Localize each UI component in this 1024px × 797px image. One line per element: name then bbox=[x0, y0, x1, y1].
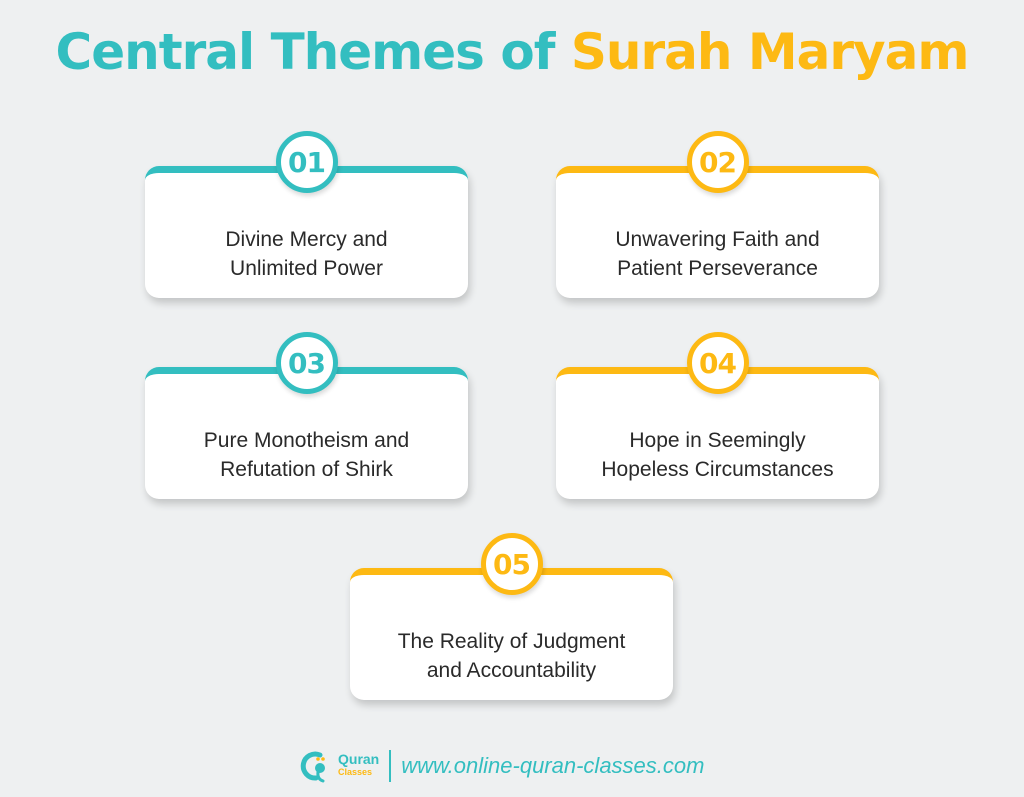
theme-number-badge: 02 bbox=[686, 131, 749, 193]
theme-text-line-1: The Reality of Judgment bbox=[397, 630, 626, 653]
theme-text-line-2: Unlimited Power bbox=[230, 257, 383, 280]
theme-card-3: 03 Pure Monotheism and Refutation of Shi… bbox=[145, 332, 468, 499]
theme-text-line-1: Unwavering Faith and bbox=[615, 228, 820, 251]
theme-text-line-2: Refutation of Shirk bbox=[220, 458, 393, 481]
logo-text-classes: Classes bbox=[338, 767, 373, 777]
theme-text-line-2: Patient Perseverance bbox=[617, 257, 818, 280]
theme-card-1: 01 Divine Mercy and Unlimited Power bbox=[145, 131, 468, 298]
theme-text-line-1: Divine Mercy and bbox=[225, 228, 388, 251]
footer-divider bbox=[389, 750, 392, 782]
theme-text: Hope in Seemingly Hopeless Circumstances bbox=[556, 426, 879, 484]
theme-number-badge: 05 bbox=[480, 533, 543, 595]
page-title: Central Themes of Surah Maryam bbox=[0, 20, 1024, 84]
theme-text: Unwavering Faith and Patient Perseveranc… bbox=[556, 225, 879, 283]
website-url[interactable]: www.online-quran-classes.com bbox=[401, 753, 705, 778]
theme-text: Divine Mercy and Unlimited Power bbox=[145, 225, 468, 283]
theme-number-badge: 01 bbox=[275, 131, 338, 193]
title-part-1: Central Themes of bbox=[55, 23, 571, 81]
theme-card-2: 02 Unwavering Faith and Patient Persever… bbox=[556, 131, 879, 298]
quran-classes-logo-icon bbox=[300, 751, 325, 783]
theme-number-badge: 03 bbox=[275, 332, 338, 394]
theme-text: The Reality of Judgment and Accountabili… bbox=[350, 627, 673, 685]
theme-text-line-2: Hopeless Circumstances bbox=[601, 458, 834, 481]
theme-text-line-1: Pure Monotheism and bbox=[203, 429, 410, 452]
title-part-2: Surah Maryam bbox=[570, 23, 970, 81]
footer: Quran Classes www.online-quran-classes.c… bbox=[298, 746, 704, 786]
theme-number-badge: 04 bbox=[686, 332, 749, 394]
theme-card-4: 04 Hope in Seemingly Hopeless Circumstan… bbox=[556, 332, 879, 499]
theme-card-5: 05 The Reality of Judgment and Accountab… bbox=[350, 533, 673, 700]
brand-logo: Quran Classes bbox=[298, 748, 379, 784]
theme-text-line-1: Hope in Seemingly bbox=[629, 429, 806, 452]
logo-text-quran: Quran bbox=[338, 751, 380, 767]
theme-text: Pure Monotheism and Refutation of Shirk bbox=[145, 426, 468, 484]
theme-text-line-2: and Accountability bbox=[426, 659, 597, 682]
